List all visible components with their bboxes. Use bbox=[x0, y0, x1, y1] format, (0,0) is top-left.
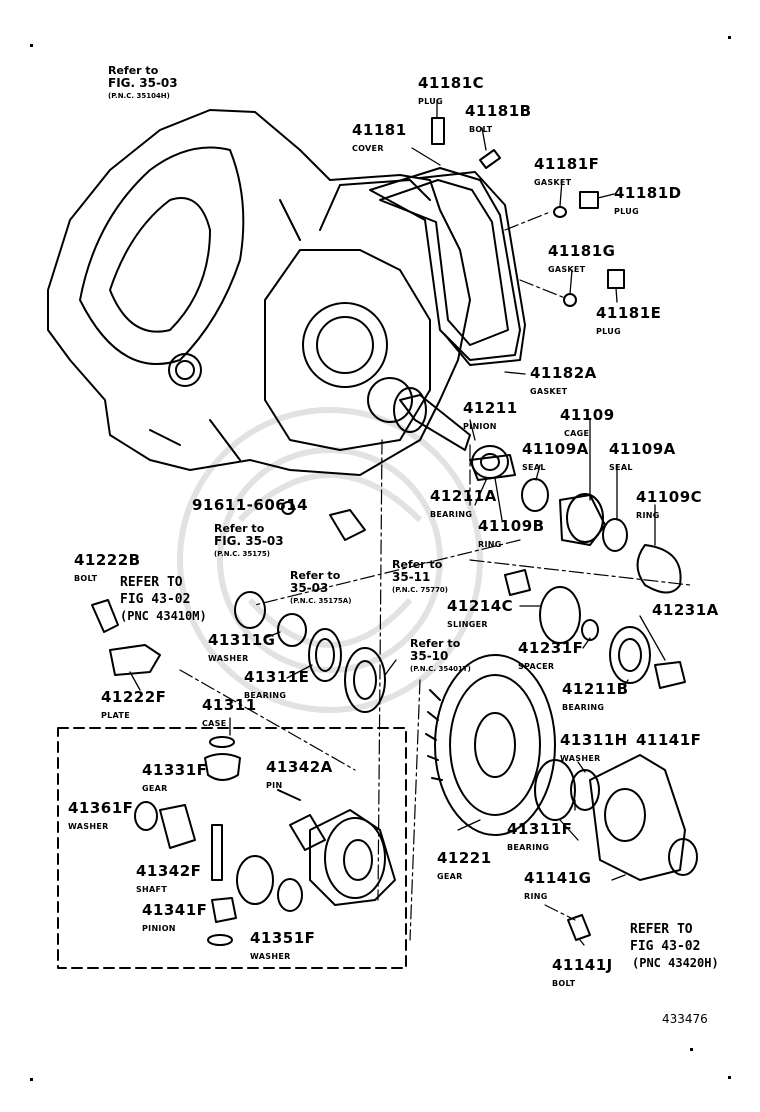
reference-mid-left: Refer to FIG. 35-03 (P.N.C. 35175) bbox=[214, 522, 284, 558]
transaxle-case bbox=[48, 110, 470, 475]
reference-center: Refer to 35-11 (P.N.C. 75770) bbox=[392, 558, 449, 594]
pinion-41341f bbox=[212, 898, 236, 922]
part-91611-60614: 91611-60614 bbox=[192, 496, 309, 514]
cage-41109 bbox=[560, 494, 605, 545]
leader-lines bbox=[130, 100, 665, 945]
bolt-41222b bbox=[92, 600, 118, 632]
refer-block-right: REFER TO FIG 43-02 bbox=[630, 922, 701, 954]
gear-41331f bbox=[205, 754, 240, 780]
washer-top bbox=[210, 737, 234, 747]
slinger-ring bbox=[540, 587, 580, 643]
bolt-41141j bbox=[568, 915, 590, 940]
reference-mid: Refer to 35-03 (P.N.C. 35175A) bbox=[290, 569, 352, 605]
plug-41181d bbox=[580, 192, 598, 208]
retainer-41141f bbox=[590, 755, 685, 880]
washer-41311h bbox=[571, 770, 599, 810]
bearing-right-mid bbox=[345, 648, 385, 712]
washer-41351f bbox=[208, 935, 232, 945]
refer-block-right-pnc: (PNC 43420H) bbox=[632, 956, 719, 970]
washer-right bbox=[278, 879, 302, 911]
bolt-91611 bbox=[330, 510, 365, 540]
diff-case-41311 bbox=[290, 810, 395, 905]
gasket-41181f bbox=[554, 207, 566, 217]
seal-41109a bbox=[522, 479, 548, 511]
figure-code: 433476 bbox=[662, 1012, 708, 1026]
slinger-41214c bbox=[505, 570, 530, 595]
differential-frame bbox=[58, 728, 406, 968]
spacer-41231f bbox=[582, 620, 598, 640]
bolt-41181b bbox=[480, 150, 500, 168]
alignment-lines bbox=[180, 212, 690, 940]
gasket-41181g bbox=[564, 294, 576, 306]
washer-41311g bbox=[278, 614, 306, 646]
bolt-head bbox=[282, 502, 294, 514]
ring-41109c bbox=[638, 545, 681, 593]
part-41231a: 41231A bbox=[652, 601, 719, 619]
bearing-41311f bbox=[535, 760, 575, 820]
corner-marks bbox=[30, 36, 731, 1081]
ring-41109b bbox=[470, 455, 515, 480]
nut-41231a bbox=[655, 662, 685, 688]
washer-41361f bbox=[135, 802, 157, 830]
shaft-41342f bbox=[212, 825, 222, 880]
oil-seal-right bbox=[669, 839, 697, 875]
reference-top-left: Refer to FIG. 35-03 (P.N.C. 35104H) bbox=[108, 64, 178, 100]
seal-41109a-2 bbox=[603, 519, 627, 551]
part-41141f: 41141F bbox=[636, 731, 702, 749]
plug-41181c bbox=[432, 118, 444, 144]
bearing-41311e bbox=[309, 629, 341, 681]
cover-gasket bbox=[420, 172, 525, 365]
plate-41222f bbox=[110, 645, 160, 675]
refer-block-left: REFER TO FIG 43-02 (PNC 43410M) bbox=[120, 575, 207, 623]
reference-center-low: Refer to 35-10 (P.N.C. 35401T) bbox=[410, 637, 471, 673]
bearing-left bbox=[235, 592, 265, 628]
side-gear-left bbox=[160, 805, 195, 848]
ring-gear-41221 bbox=[426, 655, 555, 835]
side-gear-right bbox=[237, 856, 273, 904]
pin-41342a bbox=[278, 790, 300, 800]
bearing-41211b bbox=[610, 627, 650, 683]
